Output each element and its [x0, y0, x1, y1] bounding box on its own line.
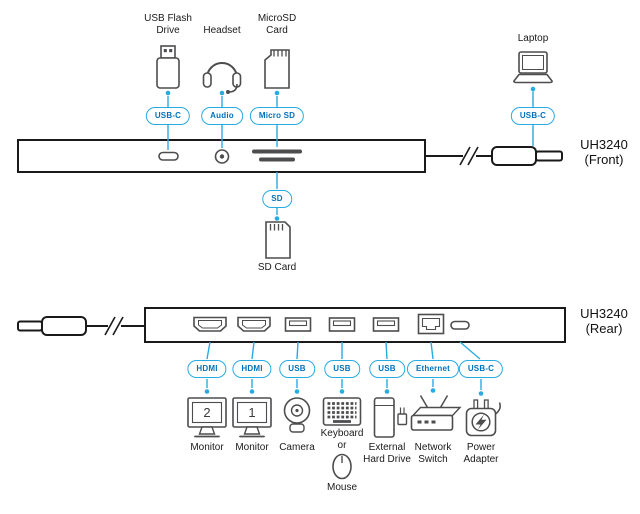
mouse-label: Mouse [326, 482, 358, 493]
rear-connection-lines [204, 341, 484, 396]
model-label-rear: UH3240(Rear) [580, 306, 628, 336]
usb-c-connector-rear [41, 316, 87, 336]
rear-cable [17, 316, 145, 336]
power-adapter-icon [465, 399, 501, 437]
keyboard-or-label: or [337, 440, 347, 451]
monitor-2-icon [187, 397, 227, 438]
network-switch-icon [410, 395, 462, 431]
usb-c-connector-tip [17, 320, 43, 332]
ethernet-badge: Ethernet [406, 360, 460, 378]
usb-c-connector-front [491, 146, 537, 166]
monitor-2-number: 2 [203, 405, 211, 420]
monitor-2-label: Monitor [190, 442, 224, 453]
microsd-card-icon [264, 49, 290, 89]
sd-card-icon [265, 221, 291, 259]
laptop-label: Laptop [517, 33, 549, 44]
laptop-icon [513, 51, 553, 84]
front-cable [425, 146, 563, 166]
usb-c-connector-tip [535, 150, 563, 162]
keyboard-icon [322, 397, 362, 426]
monitor-1-label: Monitor [235, 442, 269, 453]
usb-flash-drive-icon [156, 45, 180, 89]
model-label-front: UH3240(Front) [580, 137, 628, 167]
cable-break-mark [467, 146, 479, 166]
micro-sd-badge: Micro SD [249, 107, 305, 125]
camera-label: Camera [279, 442, 315, 453]
usb-c-port-front [158, 151, 179, 161]
external-hard-drive-icon [373, 397, 408, 438]
ethernet-port [417, 313, 445, 335]
usb-c-badge-front: USB-C [145, 107, 191, 125]
audio-badge: Audio [201, 107, 243, 125]
cable-break-mark [104, 316, 116, 336]
lightning-bolt-icon [475, 414, 487, 430]
sd-card-slot [252, 149, 302, 154]
front-connection-lines [165, 86, 536, 221]
microsd-card-slot [259, 157, 295, 162]
card-slots [252, 149, 302, 162]
sd-card-label: SD Card [257, 262, 297, 273]
hdmi-port-2 [193, 316, 227, 332]
audio-port [214, 149, 230, 164]
mouse-icon [332, 453, 352, 480]
hdmi-badge-2: HDMI [187, 360, 227, 378]
usb-a-port-3 [372, 317, 400, 332]
cable-break-mark [459, 146, 471, 166]
usb-badge-keyboard: USB [324, 360, 360, 378]
usb-a-port-2 [328, 317, 356, 332]
usb-a-port-1 [284, 317, 312, 332]
headset-icon [202, 62, 242, 94]
hdmi-badge-1: HDMI [232, 360, 272, 378]
usb-c-port-rear [450, 320, 470, 330]
usb-badge-camera: USB [279, 360, 315, 378]
keyboard-label: Keyboard [320, 428, 364, 439]
monitor-1-icon [232, 397, 272, 438]
usb-badge-hdd: USB [369, 360, 405, 378]
cable-break-mark [112, 316, 124, 336]
sd-badge: SD [262, 190, 292, 208]
camera-icon [283, 397, 311, 433]
usb-c-badge-laptop: USB-C [510, 107, 556, 125]
headset-label: Headset [203, 25, 241, 36]
hdmi-port-1 [237, 316, 271, 332]
usb-c-badge-rear: USB-C [458, 360, 504, 378]
monitor-1-number: 1 [248, 405, 256, 420]
